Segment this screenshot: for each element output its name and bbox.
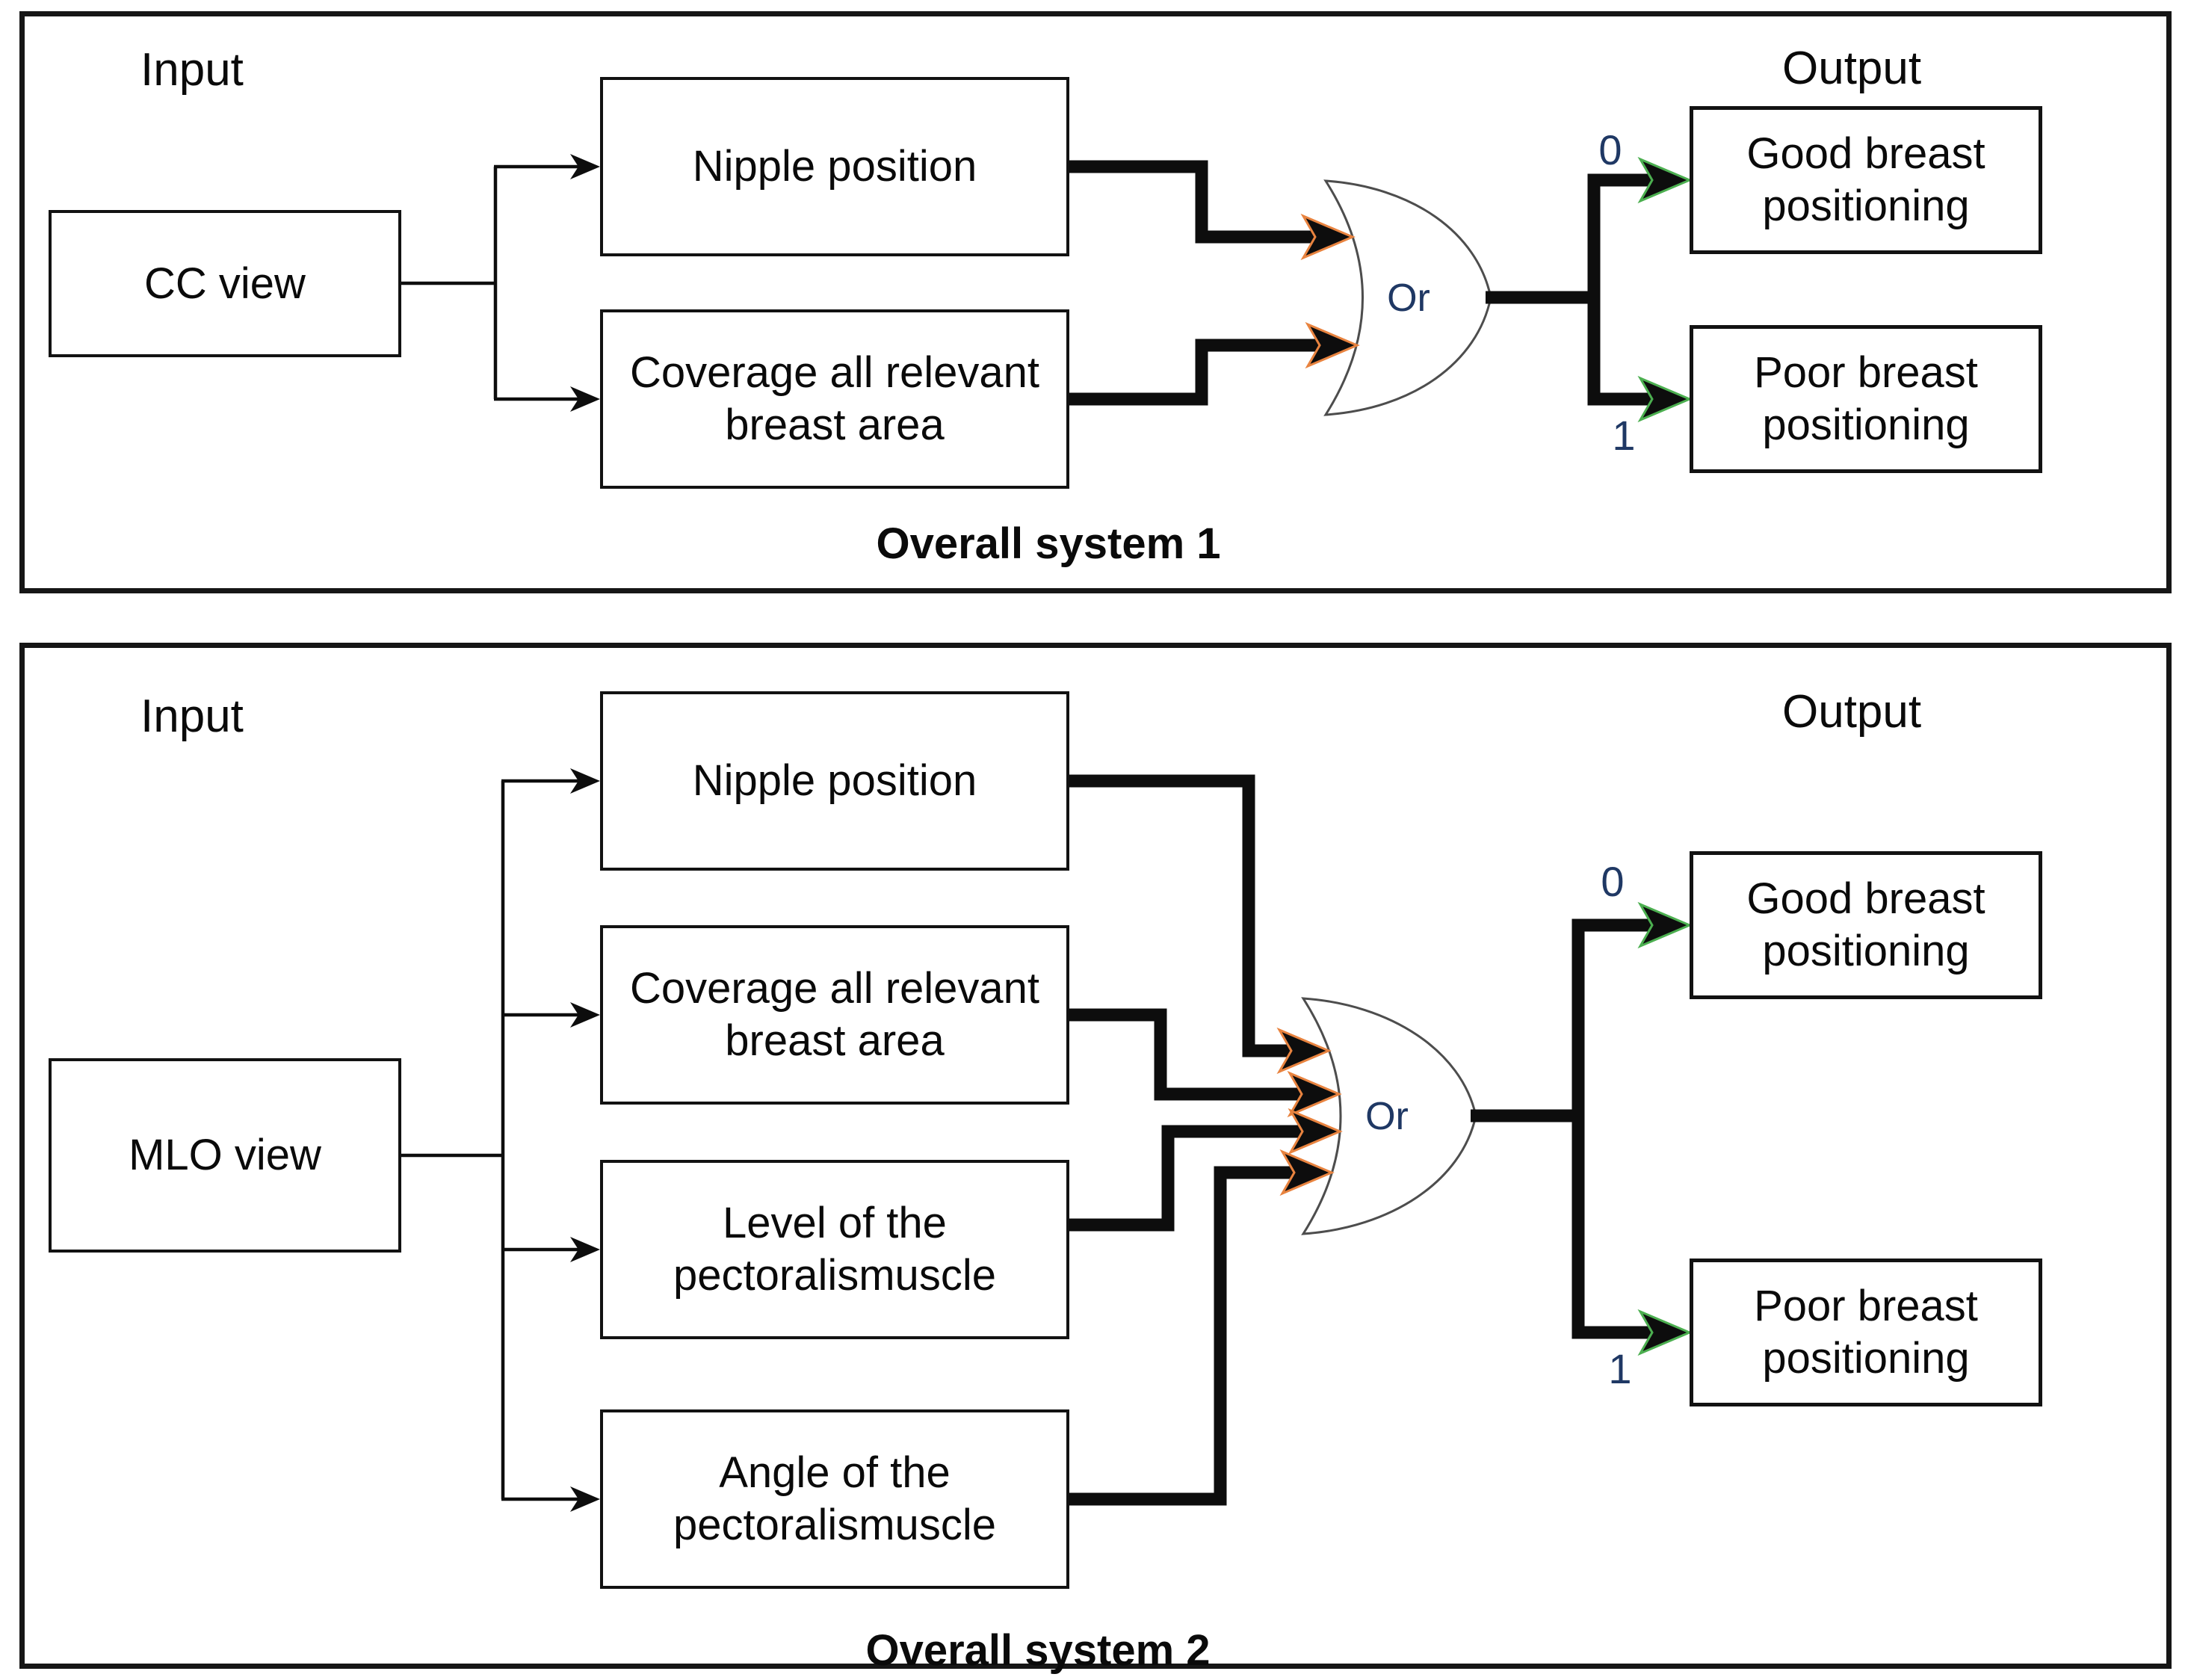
input-heading: Input [140,691,244,742]
thin-arrowhead [570,1237,600,1262]
branch-code-1: 1 [1612,412,1636,459]
gate-output-connector [1587,173,1656,297]
thin-arrowhead [570,1486,600,1512]
thin-arrowhead [570,1002,600,1028]
gate-output-connector [1571,918,1656,1116]
source-box-mlo-view: MLO view [49,1058,401,1253]
thick-connector [1069,1166,1298,1506]
feature-box-nipple-position: Nipple position [600,77,1069,256]
output-heading: Output [1782,43,1922,94]
output-arrowhead [1637,375,1693,423]
thick-connector [1069,1008,1305,1101]
caption-overall-system-2: Overall system 2 [865,1626,1211,1675]
overall-system-2-panel: Or Input Output MLO view Nipple position… [19,643,2172,1675]
caption-overall-system-1: Overall system 1 [876,519,1221,568]
branch-code-1: 1 [1608,1345,1632,1392]
thin-arrowhead [570,386,600,412]
gate-input-arrowhead [1300,213,1356,261]
output-box-good: Good breast positioning [1690,106,2042,254]
thick-connector [1069,774,1295,1057]
output-heading: Output [1782,686,1922,738]
branch-code-0: 0 [1601,858,1625,905]
thin-arrowhead [570,768,600,794]
source-box-cc-view: CC view [49,210,401,357]
gate-input-arrowhead [1279,1149,1335,1196]
output-arrowhead [1637,901,1693,949]
gate-output-connector [1571,1116,1656,1339]
feature-box-pectoralis-level: Level of the pectoralismuscle [600,1160,1069,1339]
output-box-good: Good breast positioning [1690,851,2042,999]
thick-connector [1069,1125,1306,1232]
system-2-wiring: Or [400,768,1693,1512]
gate-input-arrowhead [1276,1027,1332,1075]
thin-arrowhead [570,154,600,179]
gate-input-arrowhead [1287,1070,1342,1118]
overall-system-1-panel: Or Input Output CC view Nipple position … [19,11,2172,593]
gate-input-arrowhead [1288,1108,1343,1155]
output-arrowhead [1637,156,1693,204]
output-box-poor: Poor breast positioning [1690,325,2042,473]
feature-box-coverage: Coverage all relevant breast area [600,309,1069,489]
thick-connector [1069,160,1319,244]
gate-input-arrowhead [1305,321,1360,369]
input-heading: Input [140,44,244,96]
or-gate-shape [1301,997,1477,1235]
or-gate-label: Or [1365,1095,1409,1138]
gate-output-connector [1587,297,1656,406]
feature-box-pectoralis-angle: Angle of the pectoralismuscle [600,1409,1069,1589]
feature-box-coverage: Coverage all relevant breast area [600,925,1069,1105]
branch-code-0: 0 [1598,126,1622,173]
system-1-wiring: Or [401,154,1693,423]
output-arrowhead [1637,1309,1693,1356]
or-gate-shape [1323,179,1492,416]
thick-connector [1069,339,1323,406]
thin-connector [401,164,581,401]
feature-box-nipple-position: Nipple position [600,691,1069,871]
thin-connector [400,779,581,1501]
or-gate-label: Or [1387,277,1430,320]
output-box-poor: Poor breast positioning [1690,1259,2042,1406]
